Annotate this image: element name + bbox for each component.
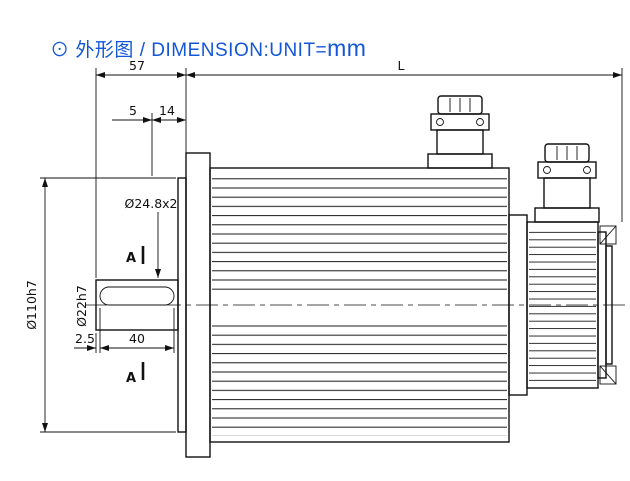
section-a-label-top: A xyxy=(126,251,136,266)
dim-key-length: 40 xyxy=(129,331,145,346)
connector-neck xyxy=(436,129,484,155)
power-connector xyxy=(427,95,493,169)
connector-screw-right xyxy=(476,118,484,126)
title-unit: mm xyxy=(327,35,367,61)
title-separator: / xyxy=(133,40,152,61)
section-mark-top: A xyxy=(126,246,145,266)
cooling-fins-top xyxy=(212,176,507,290)
encoder-connector xyxy=(534,143,600,223)
connector-plug xyxy=(544,143,590,163)
dim-shaft-length: 57 xyxy=(129,58,145,73)
dim-step-small: 5 xyxy=(129,103,137,118)
page-title: ⊙ 外形图 / DIMENSION:UNIT=mm xyxy=(27,13,366,84)
dim-key-note: Ø24.8x2 xyxy=(124,196,177,211)
dim-step-large: 14 xyxy=(159,103,175,118)
circled-dot-icon: ⊙ xyxy=(50,40,70,61)
connector-base xyxy=(534,207,600,223)
terminal-tab-bottom xyxy=(599,365,617,385)
dim-total-length: L xyxy=(398,58,405,73)
shaft-side-view xyxy=(95,279,179,331)
connector-neck xyxy=(543,177,591,209)
connector-plug xyxy=(437,95,483,115)
cooling-fins-bottom xyxy=(212,318,507,436)
connector-base xyxy=(427,153,493,169)
dim-key-offset: 2.5 xyxy=(75,331,95,346)
terminal-tab-top xyxy=(599,225,617,245)
connector-clamp xyxy=(430,113,490,131)
extension-lines xyxy=(40,68,623,433)
connector-clamp xyxy=(537,161,597,179)
connector-screw-right xyxy=(583,166,591,174)
keyway xyxy=(99,286,175,306)
rear-housing xyxy=(508,214,617,396)
connector-screw-left xyxy=(543,166,551,174)
rear-step-2 xyxy=(605,245,613,365)
dim-spigot-diameter: Ø110h7 xyxy=(24,280,39,330)
dim-shaft-diameter: Ø22h7 xyxy=(74,285,89,327)
section-a-label-bottom: A xyxy=(126,371,136,386)
rear-fins xyxy=(529,226,596,384)
connector-screw-left xyxy=(436,118,444,126)
dimensions: 57 L 5 14 Ø110h7 Ø22h7 2.5 40 Ø24.8x2 A … xyxy=(24,58,622,432)
section-mark-bottom: A xyxy=(126,362,145,386)
title-cn: 外形图 xyxy=(69,40,134,61)
title-en: DIMENSION:UNIT= xyxy=(151,40,328,61)
